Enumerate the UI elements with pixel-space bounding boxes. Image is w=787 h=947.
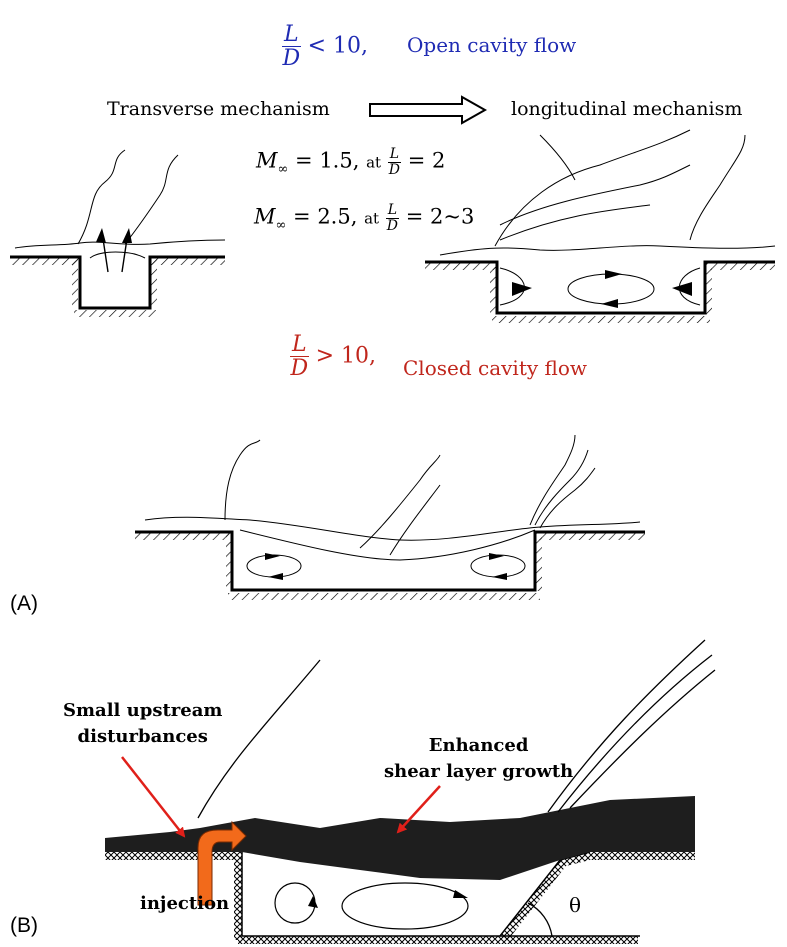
mach1-den: D bbox=[388, 161, 401, 178]
closed-cavity-label: Closed cavity flow bbox=[403, 356, 588, 380]
small-open-cavity bbox=[10, 149, 226, 317]
upstream-line-2: disturbances bbox=[77, 726, 208, 747]
theta-label: θ bbox=[569, 893, 582, 917]
panel-b-cavity bbox=[105, 639, 716, 944]
mach1-rhs: = 2 bbox=[407, 148, 446, 173]
mach1-m: M bbox=[256, 148, 278, 173]
mach2-rhs: = 2~3 bbox=[405, 204, 475, 229]
mach2-den: D bbox=[386, 217, 399, 234]
open-rel: < 10, bbox=[307, 33, 369, 59]
mach1-num: L bbox=[387, 146, 402, 163]
upstream-line-1: Small upstream bbox=[63, 700, 223, 721]
shear-growth-label: Enhanced shear layer growth bbox=[384, 733, 573, 785]
upstream-arrow bbox=[121, 756, 186, 838]
mechanism-arrow bbox=[369, 95, 488, 125]
open-cavity-label: Open cavity flow bbox=[407, 33, 577, 57]
longitudinal-label: longitudinal mechanism bbox=[511, 98, 743, 120]
open-cavity bbox=[425, 129, 776, 323]
mach2-m: M bbox=[254, 204, 276, 229]
panel-b-label: (B) bbox=[10, 914, 38, 937]
closed-den: D bbox=[290, 356, 309, 382]
mach2-num: L bbox=[385, 202, 400, 219]
open-den: D bbox=[282, 46, 301, 72]
mach1-sub: ∞ bbox=[277, 161, 289, 177]
shear-line-1: Enhanced bbox=[428, 735, 529, 756]
closed-num: L bbox=[290, 332, 309, 358]
open-num: L bbox=[282, 22, 301, 48]
mach2-eq: = 2.5, bbox=[293, 204, 358, 229]
injection-label: injection bbox=[140, 893, 230, 914]
closed-cavity bbox=[135, 434, 645, 600]
injector bbox=[197, 820, 247, 906]
mach2-sub: ∞ bbox=[275, 217, 287, 233]
shear-arrow bbox=[396, 785, 441, 834]
shear-line-2: shear layer growth bbox=[384, 761, 574, 782]
mach1-eq: = 1.5, bbox=[295, 148, 360, 173]
transverse-label: Transverse mechanism bbox=[107, 98, 330, 120]
mach1-at: at bbox=[366, 153, 382, 172]
upstream-disturbances-label: Small upstream disturbances bbox=[63, 698, 222, 750]
mach2-at: at bbox=[364, 209, 380, 228]
shear-layer bbox=[105, 796, 695, 880]
panel-a-label: (A) bbox=[10, 592, 38, 615]
closed-rel: > 10, bbox=[315, 343, 377, 369]
